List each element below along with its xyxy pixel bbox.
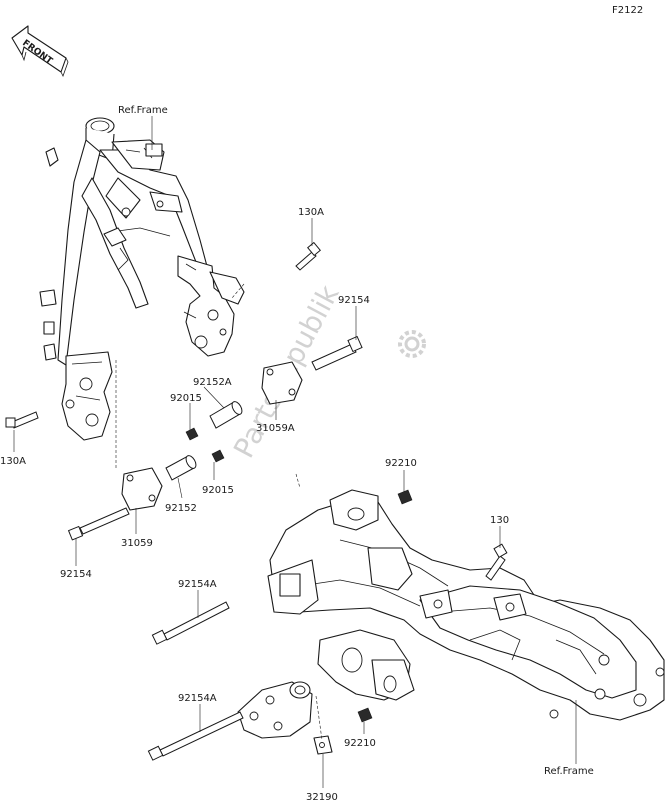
label-92210-bottom: 92210 — [344, 738, 376, 749]
bolt-130A-left — [5, 411, 39, 429]
label-130A-left: 130A — [0, 456, 26, 467]
nut-92015-b — [211, 449, 225, 463]
watermark: PartsRepublik — [227, 279, 426, 463]
label-ref-frame-bottom: Ref.Frame — [544, 766, 594, 777]
label-31059: 31059 — [121, 538, 153, 549]
bolt-92154A-b — [147, 711, 244, 761]
label-32190: 32190 — [306, 792, 338, 800]
bolt-92154-left — [67, 507, 130, 541]
label-92152: 92152 — [165, 503, 197, 514]
collar-92152A — [209, 401, 243, 429]
bracket-31059A — [261, 361, 303, 405]
nut-92210-bottom — [357, 707, 373, 723]
label-92154-left: 92154 — [60, 569, 92, 580]
label-130: 130 — [490, 515, 509, 526]
gear-icon — [398, 330, 426, 358]
nut-92210-top — [397, 489, 413, 505]
bolt-92154A-a — [151, 601, 230, 645]
label-92015-a: 92015 — [170, 393, 202, 404]
label-31059A: 31059A — [256, 423, 295, 434]
figure-code: F2122 — [612, 5, 643, 16]
bracket-32190 — [313, 735, 333, 755]
label-130A-top: 130A — [298, 207, 324, 218]
front-arrow-icon: FRONT — [11, 25, 69, 78]
label-92210-top: 92210 — [385, 458, 417, 469]
bolt-130 — [485, 543, 508, 581]
nut-92015-a — [185, 427, 199, 441]
label-92015-b: 92015 — [202, 485, 234, 496]
lower-frame — [237, 489, 665, 739]
part-labels: Ref.Frame 130A 92154 92152A 92015 31059A… — [0, 105, 594, 800]
bolt-92154-top — [311, 335, 363, 371]
bracket-31059 — [121, 467, 163, 511]
collar-92152 — [165, 455, 197, 481]
upper-frame — [39, 117, 245, 441]
label-92154-top: 92154 — [338, 295, 370, 306]
label-ref-frame-top: Ref.Frame — [118, 105, 168, 116]
label-92152A: 92152A — [193, 377, 232, 388]
bolt-130A-top — [295, 241, 321, 271]
label-92154A-a: 92154A — [178, 579, 217, 590]
leader-lines — [13, 116, 577, 788]
label-92154A-b: 92154A — [178, 693, 217, 704]
